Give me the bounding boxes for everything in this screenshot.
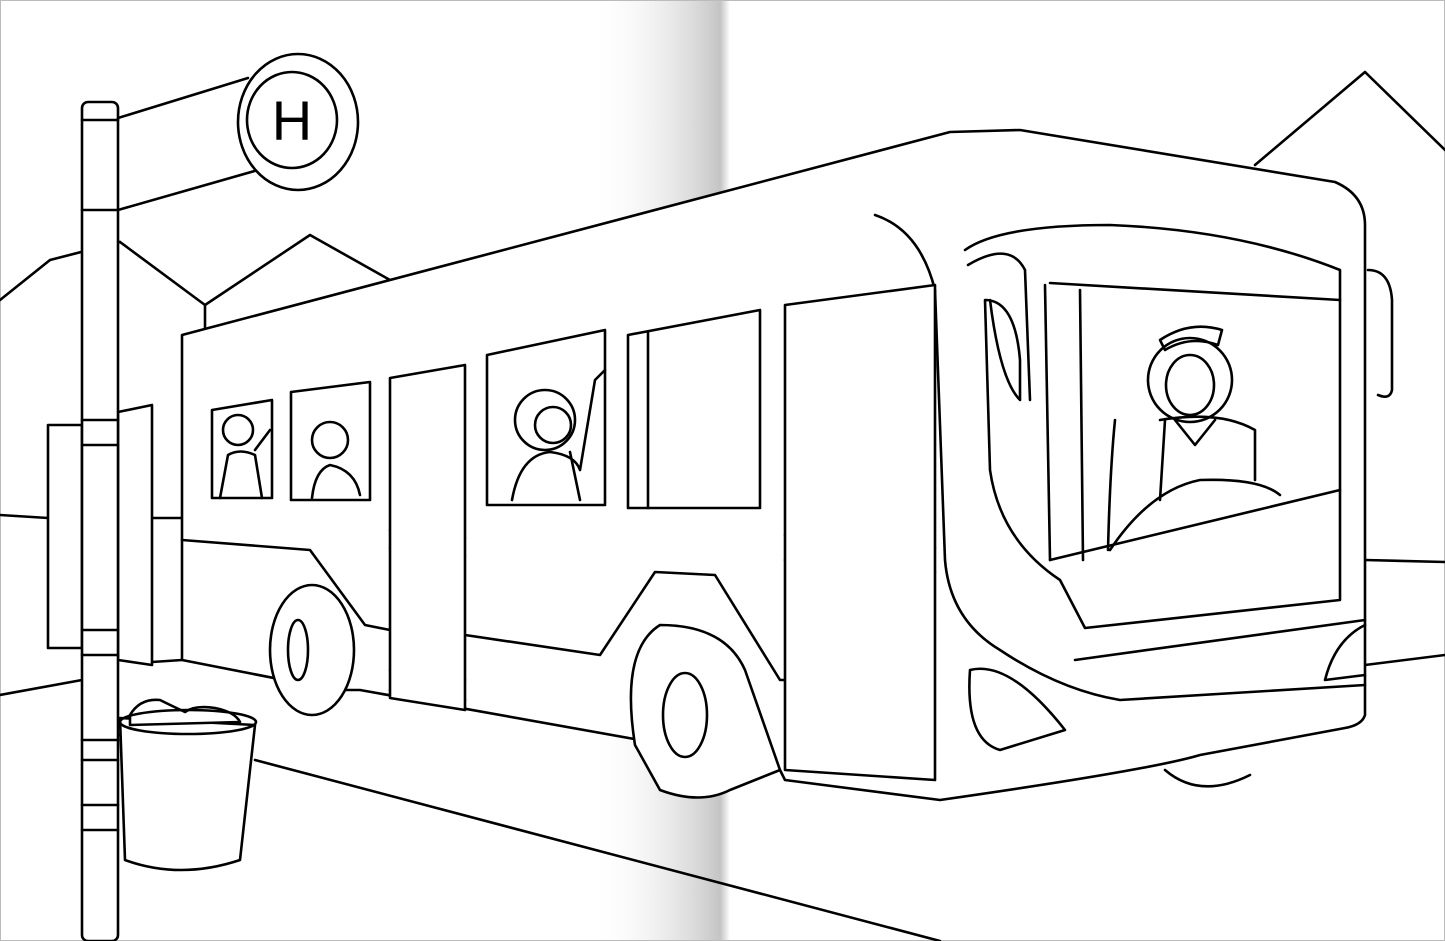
bus-window-4 xyxy=(626,308,762,510)
trash-bin xyxy=(118,698,258,872)
bus-stop-pole xyxy=(80,76,260,941)
bus xyxy=(180,128,1394,802)
bus-stop-sign: H xyxy=(236,52,360,192)
info-board-right xyxy=(116,403,154,667)
info-board-left xyxy=(46,423,84,650)
bus-door-front xyxy=(783,283,937,782)
bus-stop-letter: H xyxy=(272,89,312,152)
bus-window-3 xyxy=(485,328,607,507)
bus-window-2 xyxy=(289,380,372,502)
bus-door-rear xyxy=(388,363,467,712)
wheels xyxy=(268,583,782,799)
